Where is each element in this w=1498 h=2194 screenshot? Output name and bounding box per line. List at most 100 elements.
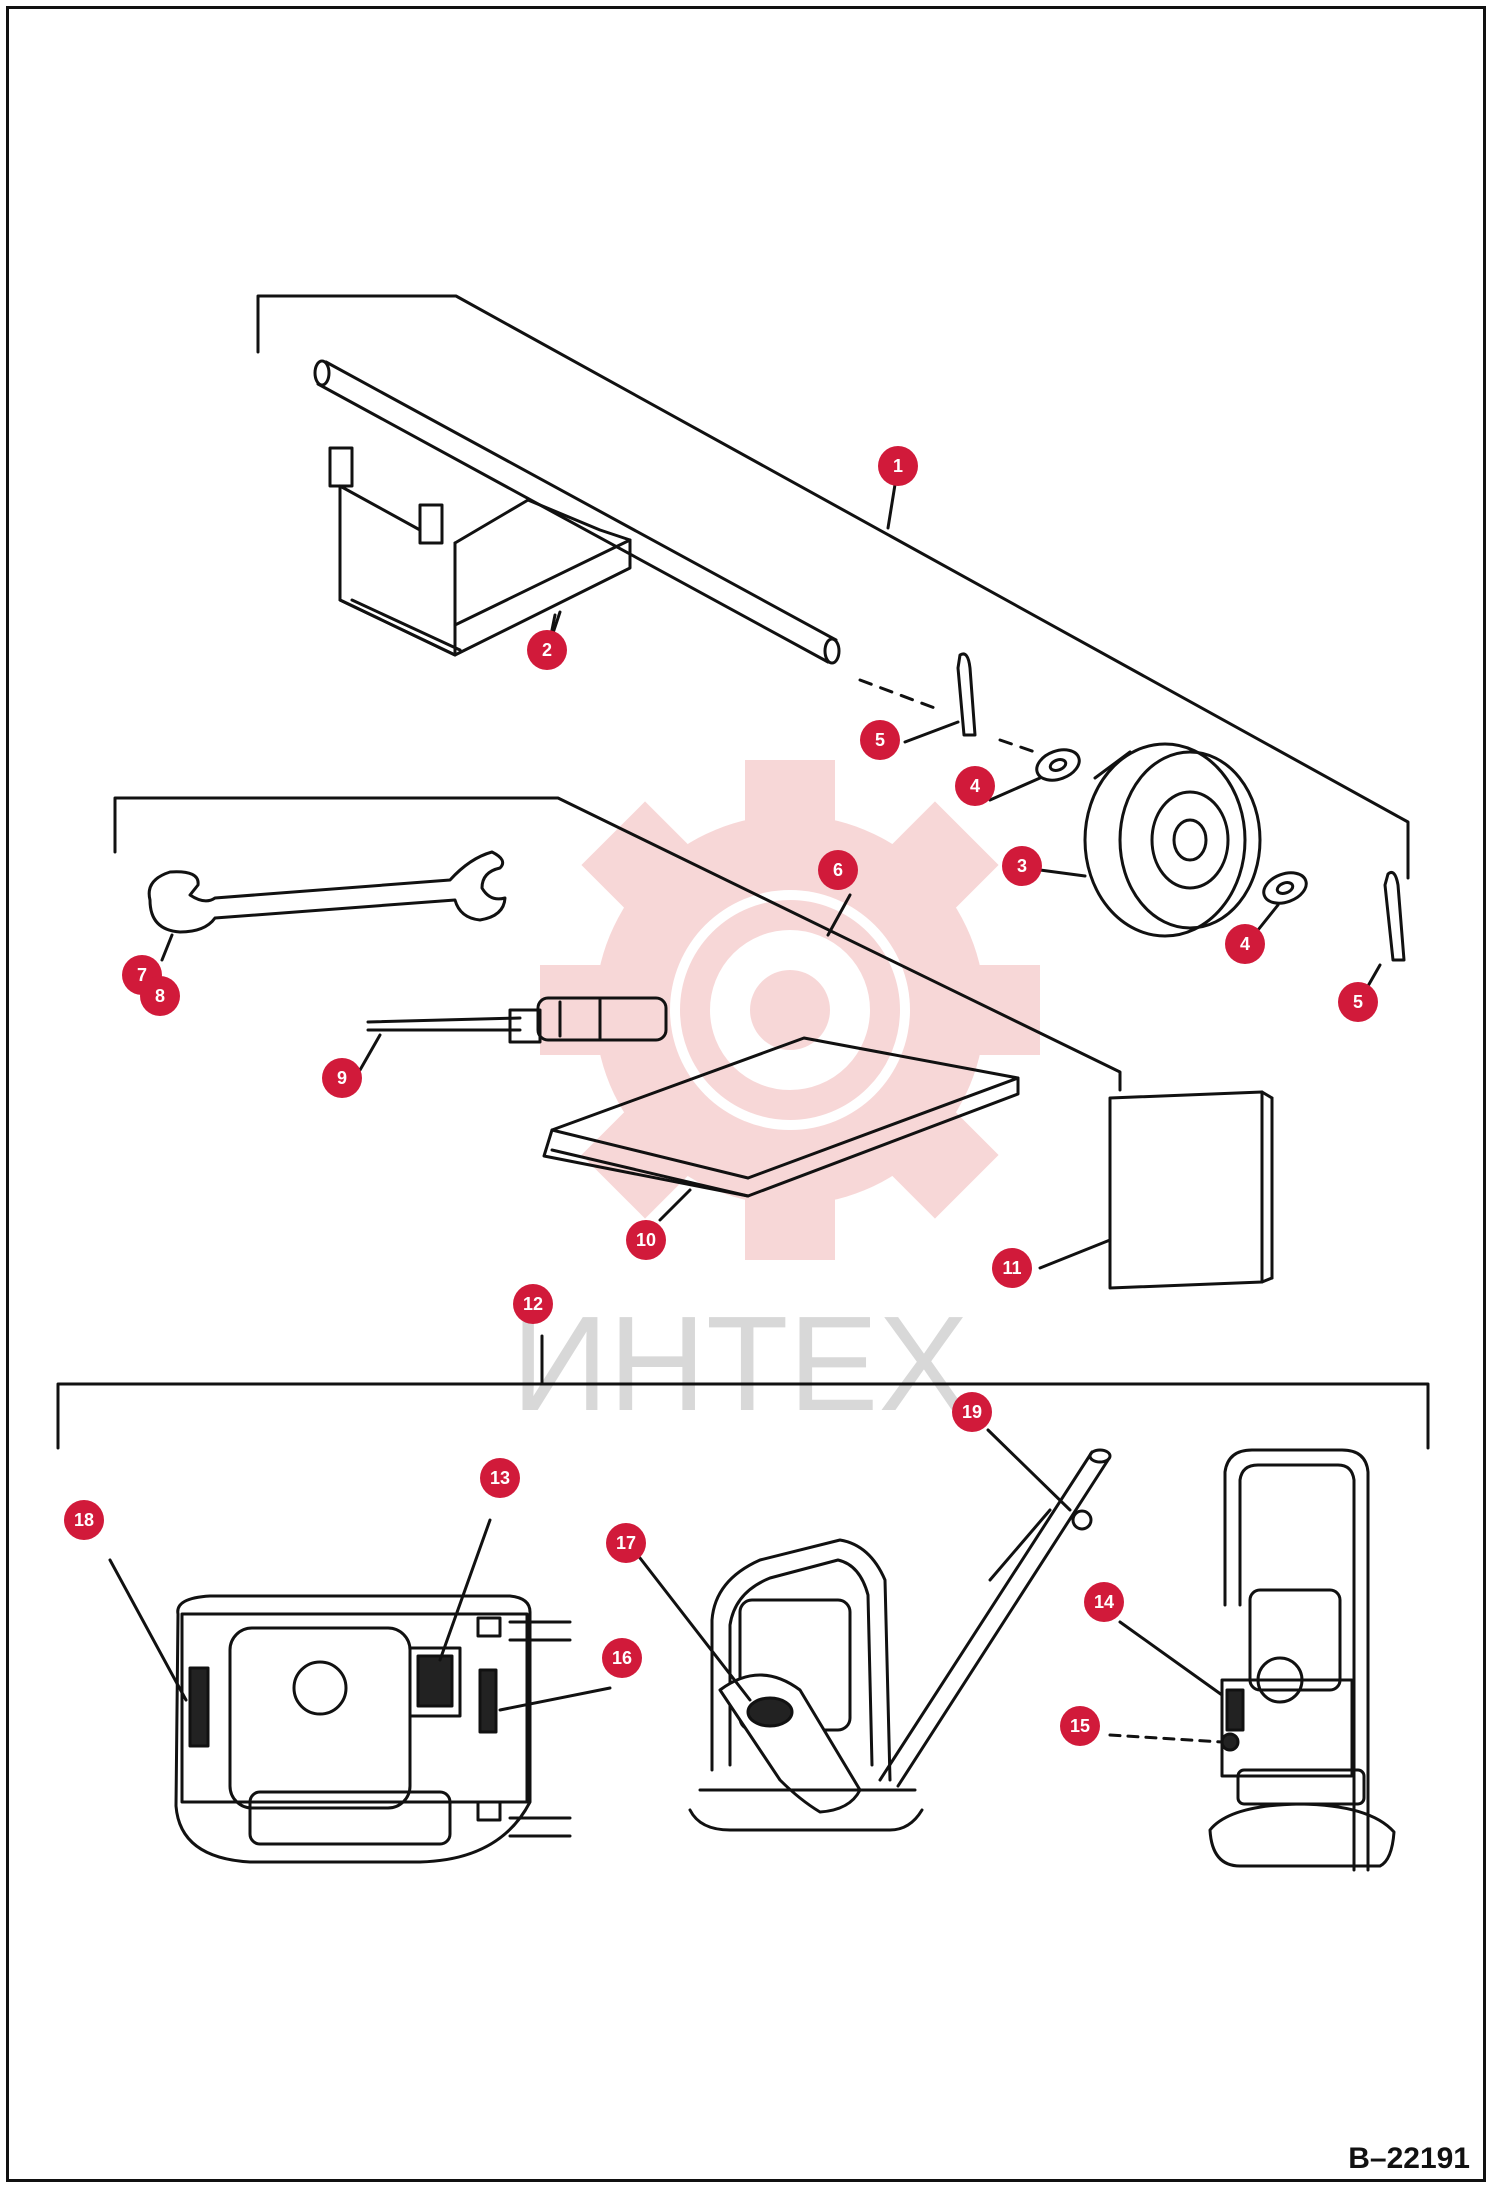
callout-11: 11 (992, 1248, 1032, 1288)
leader-callout-18 (108, 1558, 188, 1702)
callout-8: 8 (140, 976, 180, 1016)
callout-5b-label: 5 (1353, 992, 1363, 1012)
callout-3-label: 3 (1017, 856, 1027, 876)
leader-callout-16 (498, 1686, 612, 1712)
callout-5b-badge (1338, 982, 1378, 1022)
callout-11-badge (992, 1248, 1032, 1288)
callout-10-label: 10 (636, 1230, 656, 1250)
callout-9-label: 9 (337, 1068, 347, 1088)
callout-1-label: 1 (893, 456, 903, 476)
callout-15-badge (1060, 1706, 1100, 1746)
leader-callout-7 (160, 933, 174, 962)
watermark-text: ИНТЕХ (511, 1288, 968, 1439)
callout-4b-badge (1225, 924, 1265, 964)
callout-15: 15 (1060, 1706, 1100, 1746)
leader-callout-11 (1038, 1238, 1112, 1270)
operation-manual (1108, 1090, 1274, 1290)
callout-5a-badge (860, 720, 900, 760)
callout-4b-label: 4 (1240, 934, 1250, 954)
callout-15-label: 15 (1070, 1716, 1090, 1736)
cart-frame (328, 446, 632, 657)
leader-callout-9 (358, 1033, 382, 1072)
compactor-top-view (174, 1594, 572, 1864)
sheet-border (6, 6, 1486, 2182)
callout-16: 16 (602, 1638, 642, 1678)
callout-5b: 5 (1338, 982, 1378, 1022)
callout-6-badge (818, 850, 858, 890)
callout-18-label: 18 (74, 1510, 94, 1530)
callout-6-label: 6 (833, 860, 843, 880)
leader-callout-5a (903, 720, 960, 744)
callout-3-badge (1002, 846, 1042, 886)
parts-book (542, 1036, 1020, 1198)
callout-12-label: 12 (523, 1294, 543, 1314)
washer-upper (1035, 748, 1081, 782)
screwdriver (366, 996, 668, 1044)
callout-19-label: 19 (962, 1402, 982, 1422)
leader-callout-15 (1108, 1733, 1224, 1744)
callout-19-badge (952, 1392, 992, 1432)
callout-14-badge (1084, 1582, 1124, 1622)
callout-4a-badge (955, 766, 995, 806)
axle-bar (313, 359, 841, 665)
callout-4b: 4 (1225, 924, 1265, 964)
cotter-pin-upper (956, 652, 977, 737)
callout-16-badge (602, 1638, 642, 1678)
leader-callout-4a (988, 776, 1042, 802)
callout-17: 17 (606, 1523, 646, 1563)
callout-14-label: 14 (1094, 1592, 1114, 1612)
bracket-tool-kit (113, 796, 1122, 1092)
leader-callout-13 (438, 1518, 492, 1662)
callout-7-label: 7 (137, 965, 147, 985)
callout-17-badge (606, 1523, 646, 1563)
callout-2-badge (527, 630, 567, 670)
callout-3: 3 (1002, 846, 1042, 886)
callout-14: 14 (1084, 1582, 1124, 1622)
callout-8-badge (140, 976, 180, 1016)
compactor-rear-view (1208, 1448, 1396, 1872)
callout-4a-label: 4 (970, 776, 980, 796)
callout-16-label: 16 (612, 1648, 632, 1668)
cotter-pin-lower (1383, 870, 1406, 962)
callout-2: 2 (527, 630, 567, 670)
leader-callout-3 (1038, 868, 1087, 878)
callout-12-badge (513, 1284, 553, 1324)
bracket-plate-compactor (56, 1382, 1430, 1450)
callout-9-badge (322, 1058, 362, 1098)
leader-callout-19 (986, 1428, 1072, 1512)
leader-callout-17 (638, 1556, 752, 1702)
callout-18: 18 (64, 1500, 104, 1540)
callout-10-badge (626, 1220, 666, 1260)
leader-callout-4b (1256, 903, 1280, 932)
wrench (147, 850, 507, 934)
dash-washer-to-wheel (998, 738, 1037, 754)
callout-6: 6 (818, 850, 858, 890)
callout-17-label: 17 (616, 1533, 636, 1553)
leader-callout-14 (1118, 1620, 1224, 1697)
callout-12: 12 (513, 1284, 553, 1324)
callout-13-badge (480, 1458, 520, 1498)
compactor-side-view (688, 1448, 1112, 1832)
callout-1: 1 (878, 446, 918, 486)
washer-lower (1262, 871, 1308, 905)
callout-10: 10 (626, 1220, 666, 1260)
callout-19: 19 (952, 1392, 992, 1432)
drawing-number: B–22191 (1348, 2142, 1470, 2175)
callout-1-badge (878, 446, 918, 486)
callout-8-label: 8 (155, 986, 165, 1006)
leader-callout-10 (658, 1188, 692, 1222)
callout-9: 9 (322, 1058, 362, 1098)
callout-2-label: 2 (542, 640, 552, 660)
dash-pin-to-washer (858, 678, 942, 712)
watermark-gear-logo (540, 760, 1040, 1260)
callout-4a: 4 (955, 766, 995, 806)
callout-5a-label: 5 (875, 730, 885, 750)
callout-18-badge (64, 1500, 104, 1540)
callout-13: 13 (480, 1458, 520, 1498)
callout-13-label: 13 (490, 1468, 510, 1488)
leader-callout-6 (826, 893, 852, 937)
callout-11-label: 11 (1002, 1258, 1021, 1278)
